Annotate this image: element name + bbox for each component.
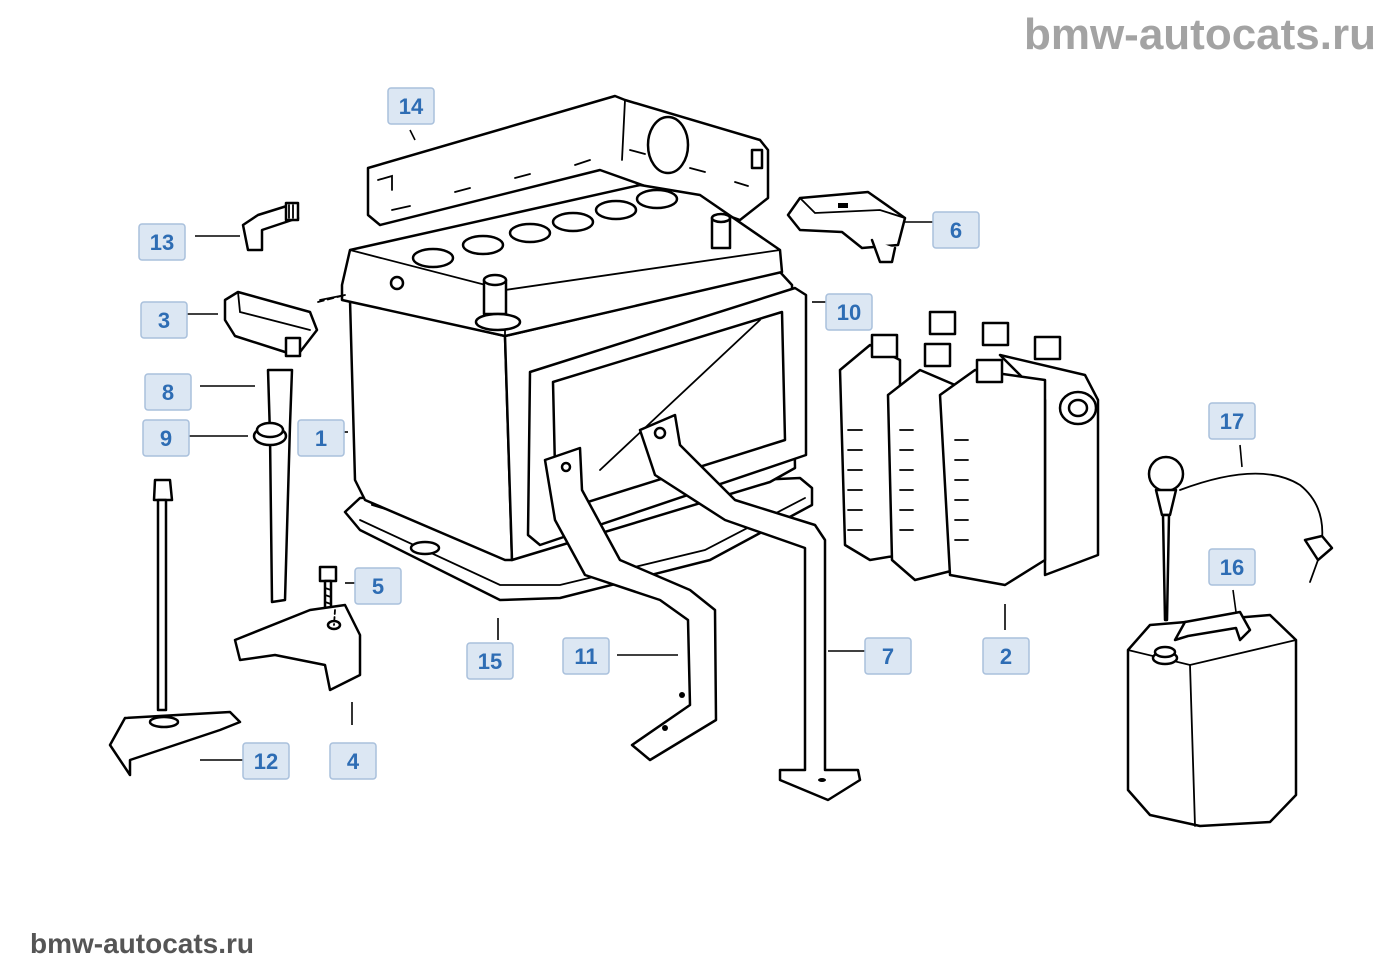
callout-12[interactable]: 12 [242,742,290,780]
callout-7-label: 7 [882,644,894,669]
callout-13-label: 13 [150,230,174,255]
callout-16-label: 16 [1220,555,1244,580]
callout-2[interactable]: 2 [982,637,1030,675]
callout-17-label: 17 [1220,409,1244,434]
watermark-top: bmw-autocats.ru [1023,10,1376,59]
terminal-cover-part [786,190,907,264]
callout-5[interactable]: 5 [354,567,402,605]
callout-9-label: 9 [160,426,172,451]
fluid-bottles-part [838,310,1100,587]
retaining-frame-part [526,286,808,547]
callout-13[interactable]: 13 [138,223,186,261]
callout-1-label: 1 [315,426,327,451]
callout-17[interactable]: 17 [1208,402,1256,440]
watermark-bottom: bmw-autocats.ru [30,928,255,959]
vent-hose-part [252,368,294,604]
leader-lines [187,129,1243,761]
callout-12-label: 12 [254,749,278,774]
callout-6[interactable]: 6 [932,211,980,249]
vent-connector-part [223,290,346,358]
callout-11[interactable]: 11 [562,637,610,675]
callout-8[interactable]: 8 [144,373,192,411]
callout-10[interactable]: 10 [825,293,873,331]
callout-14-label: 14 [399,94,424,119]
callout-7[interactable]: 7 [864,637,912,675]
callout-11-label: 11 [574,644,597,669]
elbow-fitting-part [241,201,300,252]
callout-4[interactable]: 4 [329,742,377,780]
callout-3[interactable]: 3 [140,301,188,339]
callout-1[interactable]: 1 [297,419,345,457]
callout-3-label: 3 [158,308,170,333]
bolt-part [318,565,338,611]
support-bracket-part [543,446,718,762]
callout-5-label: 5 [372,574,384,599]
clamp-bracket-part [233,603,362,692]
callout-8-label: 8 [162,380,174,405]
hydrometer-part [1147,455,1334,622]
callout-9[interactable]: 9 [142,419,190,457]
callout-15-label: 15 [478,649,502,674]
callout-14[interactable]: 14 [387,87,435,125]
callout-15[interactable]: 15 [466,642,514,680]
support-bracket-long-part [638,413,862,802]
callout-6-label: 6 [950,218,962,243]
callout-16[interactable]: 16 [1208,548,1256,586]
callout-10-label: 10 [837,300,861,325]
callout-2-label: 2 [1000,644,1012,669]
jerry-can-part [1126,610,1298,828]
callout-4-label: 4 [347,749,360,774]
hold-down-rod-part [108,478,242,777]
